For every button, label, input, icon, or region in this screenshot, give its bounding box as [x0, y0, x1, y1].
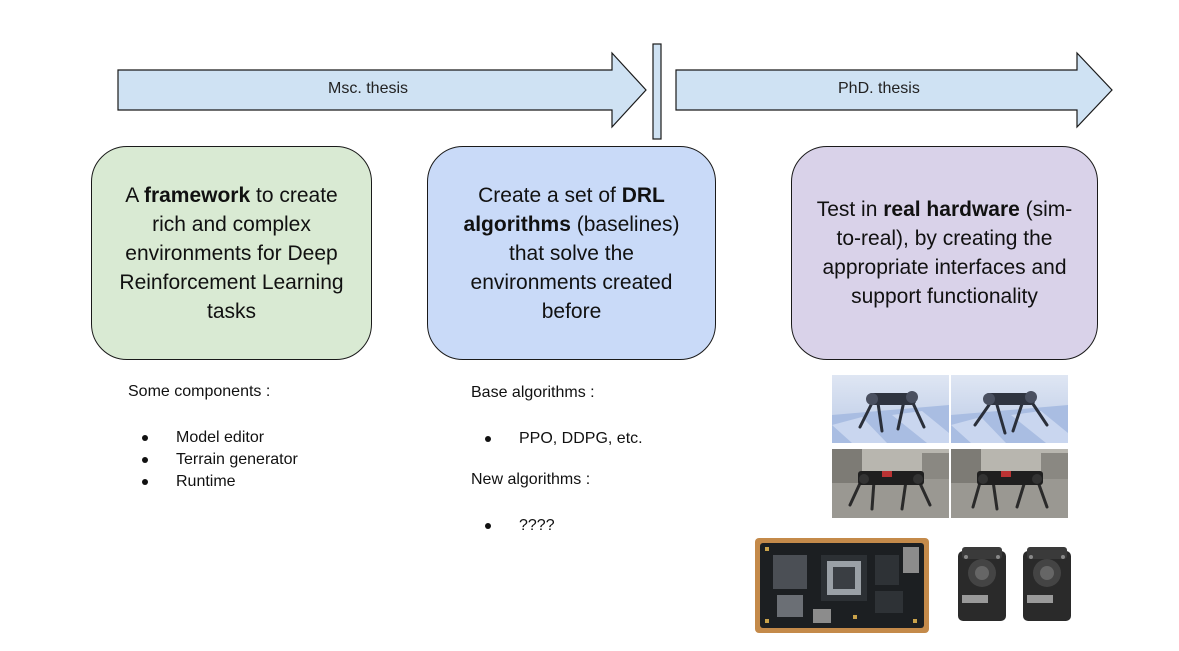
list-item: PPO, DDPG, etc. — [485, 428, 643, 450]
drl-algorithms-keyword: DRL algorithms — [463, 183, 665, 236]
base-algorithms-title: Base algorithms : — [471, 384, 595, 401]
hardware-box: Test in real hardware (sim-to-real), by … — [791, 146, 1098, 360]
list-item: Terrain generator — [142, 449, 298, 471]
sim-robot-image-1 — [832, 375, 949, 443]
servo-motor-image-1 — [952, 543, 1012, 625]
list-item: Model editor — [142, 427, 298, 449]
list-item: ???? — [485, 515, 555, 537]
real-hardware-keyword: real hardware — [883, 198, 1020, 221]
components-title: Some components : — [128, 383, 271, 400]
timeline — [117, 43, 1113, 140]
base-algorithms-list: PPO, DDPG, etc. — [485, 428, 643, 450]
algorithms-box: Create a set of DRL algorithms (baseline… — [427, 146, 716, 360]
compute-board-image — [753, 535, 931, 635]
msc-arrow — [117, 51, 647, 129]
framework-box: A framework to create rich and complex e… — [91, 146, 372, 360]
timeline-divider — [652, 43, 662, 140]
components-list: Model editor Terrain generator Runtime — [142, 427, 298, 493]
phd-arrow — [675, 51, 1113, 129]
new-algorithms-list: ???? — [485, 515, 555, 537]
sim-robot-image-2 — [951, 375, 1068, 443]
list-item: Runtime — [142, 471, 298, 493]
real-robot-image-2 — [951, 449, 1068, 518]
msc-thesis-label: Msc. thesis — [328, 80, 409, 97]
framework-keyword: framework — [143, 183, 251, 207]
real-robot-image-1 — [832, 449, 949, 518]
new-algorithms-title: New algorithms : — [471, 471, 591, 488]
phd-thesis-label: PhD. thesis — [838, 80, 920, 97]
servo-motor-image-2 — [1017, 543, 1077, 625]
